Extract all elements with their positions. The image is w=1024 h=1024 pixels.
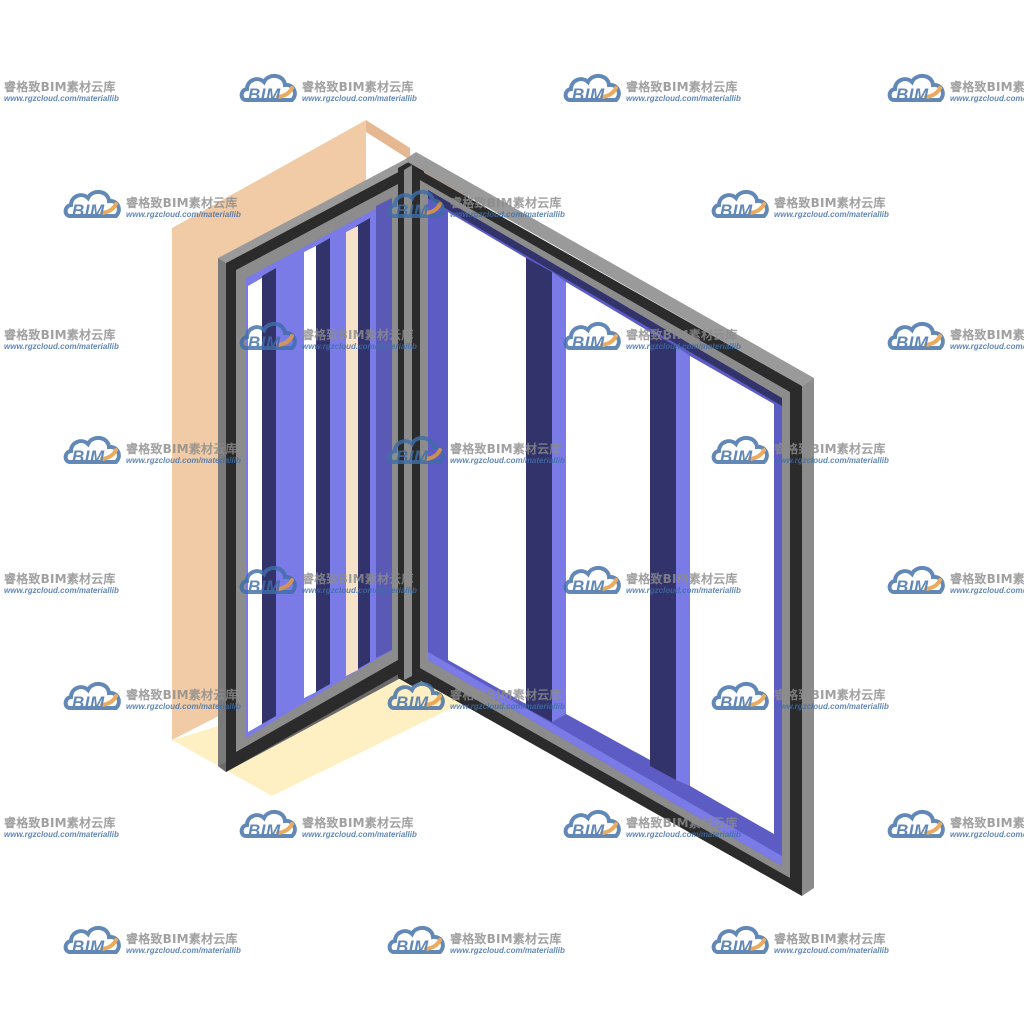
left-window-assembly xyxy=(218,160,424,772)
corner-post-face xyxy=(404,165,412,680)
right-mullion-2-face xyxy=(676,346,690,786)
left-slot-4 xyxy=(376,198,392,658)
right-mullion-2 xyxy=(650,332,676,780)
left-slot-2-light xyxy=(304,246,316,698)
right-pane-1 xyxy=(448,212,526,704)
right-mullion-1 xyxy=(526,258,552,722)
right-sill xyxy=(428,652,782,866)
wall-top-edge xyxy=(366,120,410,160)
right-mullion-1-face xyxy=(552,272,566,722)
right-pane-2 xyxy=(566,282,650,760)
left-slot-2 xyxy=(316,238,330,692)
left-frame-outer xyxy=(218,258,226,772)
right-pane-3 xyxy=(690,356,774,834)
left-slot-1 xyxy=(262,268,276,724)
left-frame-top xyxy=(218,160,412,263)
left-slot-1-light xyxy=(248,278,262,732)
left-slot-3-light xyxy=(346,226,358,676)
left-slot-3 xyxy=(356,218,370,670)
right-frame-side xyxy=(802,378,814,896)
right-frame-top xyxy=(404,152,814,386)
right-head xyxy=(428,190,782,406)
right-window-assembly xyxy=(404,152,814,896)
